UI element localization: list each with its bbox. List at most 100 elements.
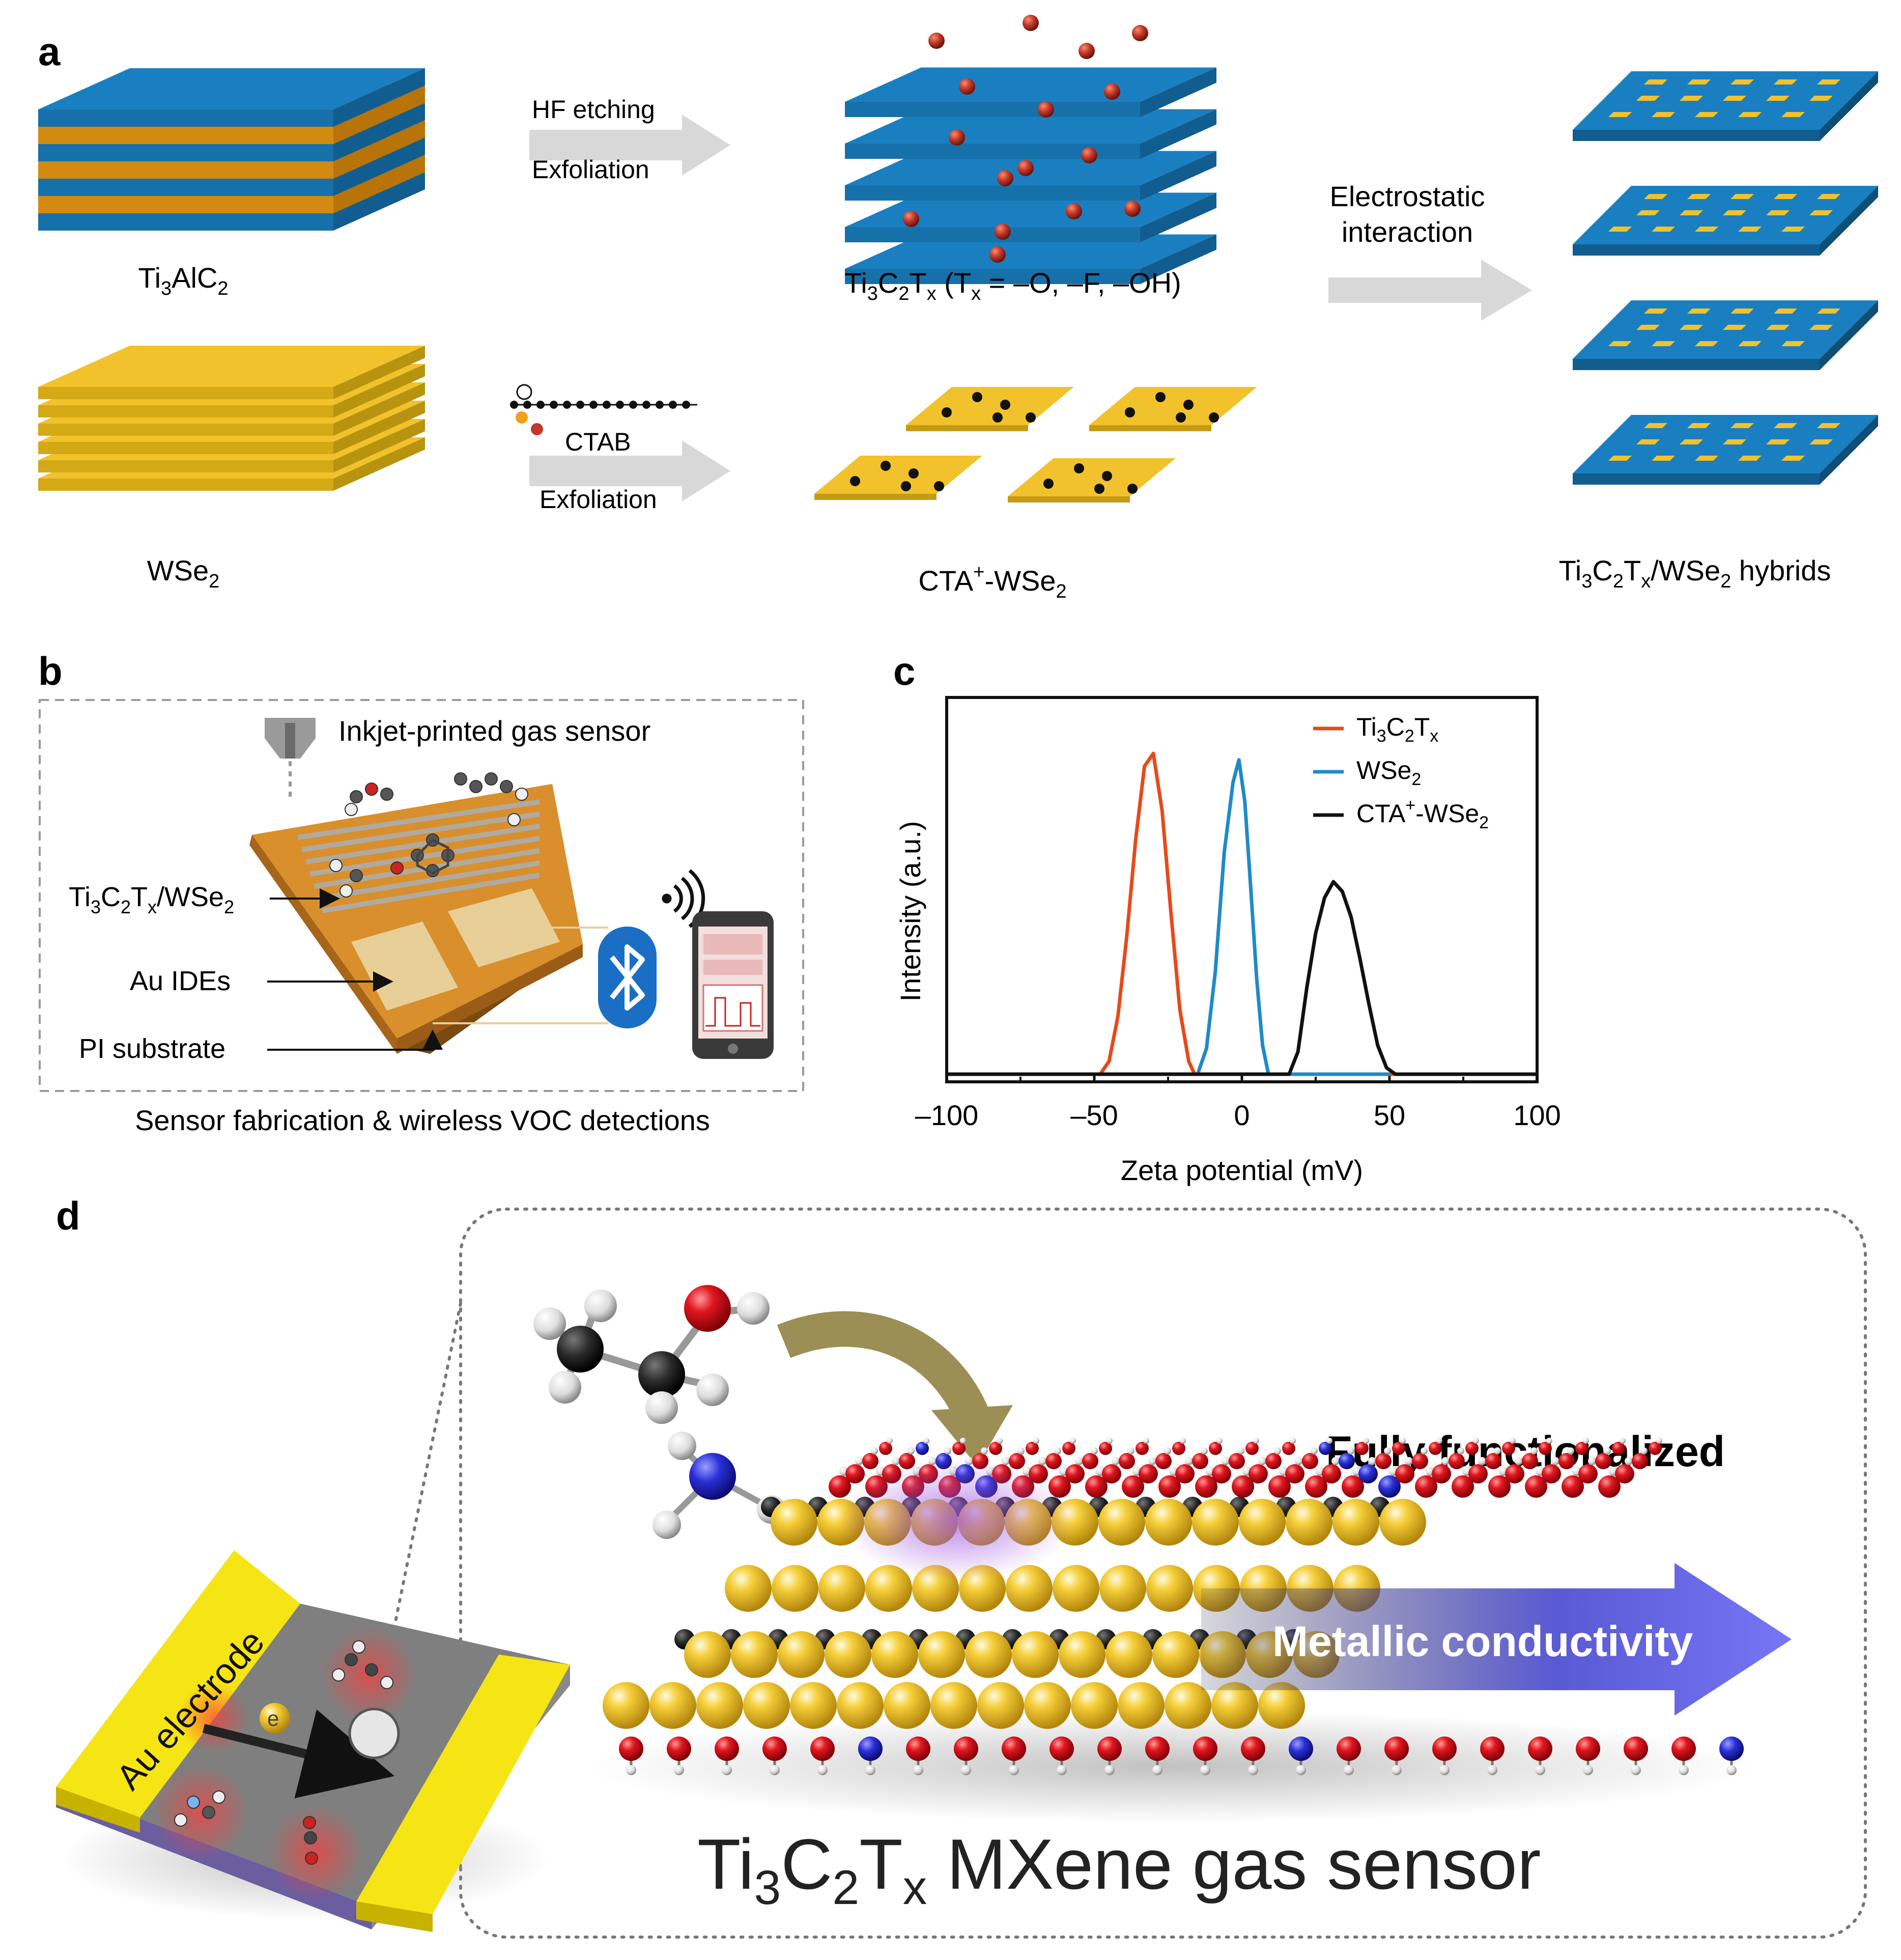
ti-atom: [1258, 1682, 1305, 1729]
ti-atom: [778, 1631, 825, 1678]
panel-b-caption: Sensor fabrication & wireless VOC detect…: [135, 1104, 710, 1136]
ti-atom: [930, 1682, 977, 1729]
panel-letter-a: a: [38, 29, 61, 74]
smartphone-icon: [692, 911, 774, 1059]
ti-atom: [696, 1682, 743, 1729]
ctab-label: CTAB: [565, 428, 631, 456]
x-axis-label: Zeta potential (mV): [1121, 1154, 1363, 1186]
panel-letter-b: b: [38, 649, 63, 693]
termination-group-12: [1066, 203, 1082, 219]
bluetooth-icon: [598, 927, 657, 1028]
mxene-stack: [845, 15, 1216, 284]
plot-frame: [945, 696, 1539, 1083]
ti-atom: [1146, 1565, 1193, 1612]
electrostatic-arrow: [1328, 260, 1532, 321]
ti-atom: [818, 1565, 865, 1612]
ti-atom: [1192, 1499, 1239, 1546]
termination-group-1: [1023, 15, 1039, 31]
termination-group-15: [989, 246, 1006, 263]
electrostatic-label: Electrostatic: [1330, 180, 1485, 212]
cta-wse2-label: CTA+-WSe2: [918, 562, 1066, 602]
sensor-chip: e Au electrode: [56, 1550, 570, 1932]
termination-group-0: [928, 33, 945, 49]
ti-atom: [1165, 1682, 1211, 1729]
hf-etching-label: HF etching: [532, 95, 655, 124]
x-tick-label: 100: [1513, 1099, 1560, 1131]
exfoliation-label-1: Exfoliation: [532, 155, 649, 184]
termination-group-4: [959, 78, 975, 95]
ti-atom: [1006, 1565, 1053, 1612]
ctab-exfoliation-arrow: [529, 440, 730, 501]
zoom-frame: [459, 1208, 1867, 1939]
ti3alc2-label: Ti3AlC2: [138, 262, 228, 299]
termination-group-3: [1132, 25, 1148, 41]
panel-b: Inkjet-printed gas sensor Ti3C2Tx/WSe2 A…: [39, 699, 804, 1136]
ti-atom: [1099, 1565, 1146, 1612]
inkjet-nozzle-icon: [265, 718, 316, 799]
x-tick-label: –50: [1070, 1099, 1118, 1131]
ti-atom: [1211, 1682, 1258, 1729]
adsorption-arrow: [777, 1311, 989, 1423]
au-electrode-left: [56, 1550, 300, 1817]
ti-atom: [1059, 1631, 1105, 1678]
hybrids-label: Ti3C2Tx/WSe2 hybrids: [1559, 554, 1831, 592]
mxene-formula-label: Ti3C2Tx (Tx = –O, –F, –OH): [844, 267, 1181, 304]
ti-atom: [865, 1565, 912, 1612]
conductivity-arrow: [1201, 1563, 1792, 1716]
sensor-device: [249, 784, 608, 1054]
termination-group-6: [1104, 83, 1120, 100]
x-tick-label: 50: [1374, 1099, 1405, 1131]
metallic-conductivity-label: Metallic conductivity: [1272, 1617, 1693, 1665]
ti3alc2-stack: [38, 68, 425, 231]
interaction-label: interaction: [1342, 216, 1473, 248]
hybrid-layer-label: Ti3C2Tx/WSe2: [69, 882, 234, 917]
wse2-flake-2: [814, 456, 982, 494]
ti-atom: [684, 1631, 731, 1678]
hybrid-sheets: [1573, 71, 1878, 485]
wse2-flake-1: [1089, 387, 1257, 425]
ti-atom: [1239, 1499, 1286, 1546]
electron-particle: [260, 1703, 290, 1733]
ctab-molecule-icon: [510, 384, 697, 435]
ti-atom: [649, 1682, 696, 1729]
x-tick-label: 0: [1234, 1099, 1250, 1131]
chip-gas-molecules: [174, 1640, 393, 1865]
pi-pointer: [267, 1029, 443, 1051]
termination-group-11: [903, 211, 919, 227]
ti-atom: [1071, 1682, 1118, 1729]
cta-wse2-flakes: [814, 387, 1257, 502]
ti-atom: [1379, 1499, 1426, 1546]
termination-group-8: [1017, 160, 1034, 176]
electron-label: e: [267, 1706, 279, 1730]
termination-group-14: [1124, 201, 1141, 217]
ti-atom: [1053, 1565, 1099, 1612]
panel-a: Ti3AlC2 WSe2 HF etching Exfoliation CTAB…: [38, 15, 1878, 602]
series-line-2: [947, 880, 1537, 1076]
ti-atom: [1098, 1499, 1145, 1546]
adsorption-glow: [840, 1459, 1074, 1581]
termination-group-5: [1038, 101, 1054, 118]
panel-letter-c: c: [893, 649, 915, 693]
ti-atom: [772, 1565, 818, 1612]
voc-molecules: [329, 772, 528, 898]
termination-group-13: [995, 223, 1011, 240]
ti-atom: [1118, 1682, 1165, 1729]
ti-atom: [965, 1631, 1012, 1678]
series-lines: [947, 751, 1537, 1076]
series-line-1: [947, 758, 1389, 1076]
exfoliation-label-2: Exfoliation: [540, 485, 657, 514]
wse2-flake-3: [1008, 458, 1176, 496]
ti-atom: [731, 1631, 778, 1678]
ti-atom: [825, 1631, 871, 1678]
panel-letter-d: d: [56, 1193, 80, 1238]
wse2-label: WSe2: [147, 554, 220, 592]
electron-flow-arrow: [202, 1709, 394, 1799]
panel-b-frame: [39, 699, 804, 1092]
ammonia-molecule-icon: [652, 1432, 785, 1539]
ti-atom: [1332, 1499, 1379, 1546]
hf-etching-arrow: [529, 115, 730, 176]
ti-atom: [1012, 1631, 1059, 1678]
